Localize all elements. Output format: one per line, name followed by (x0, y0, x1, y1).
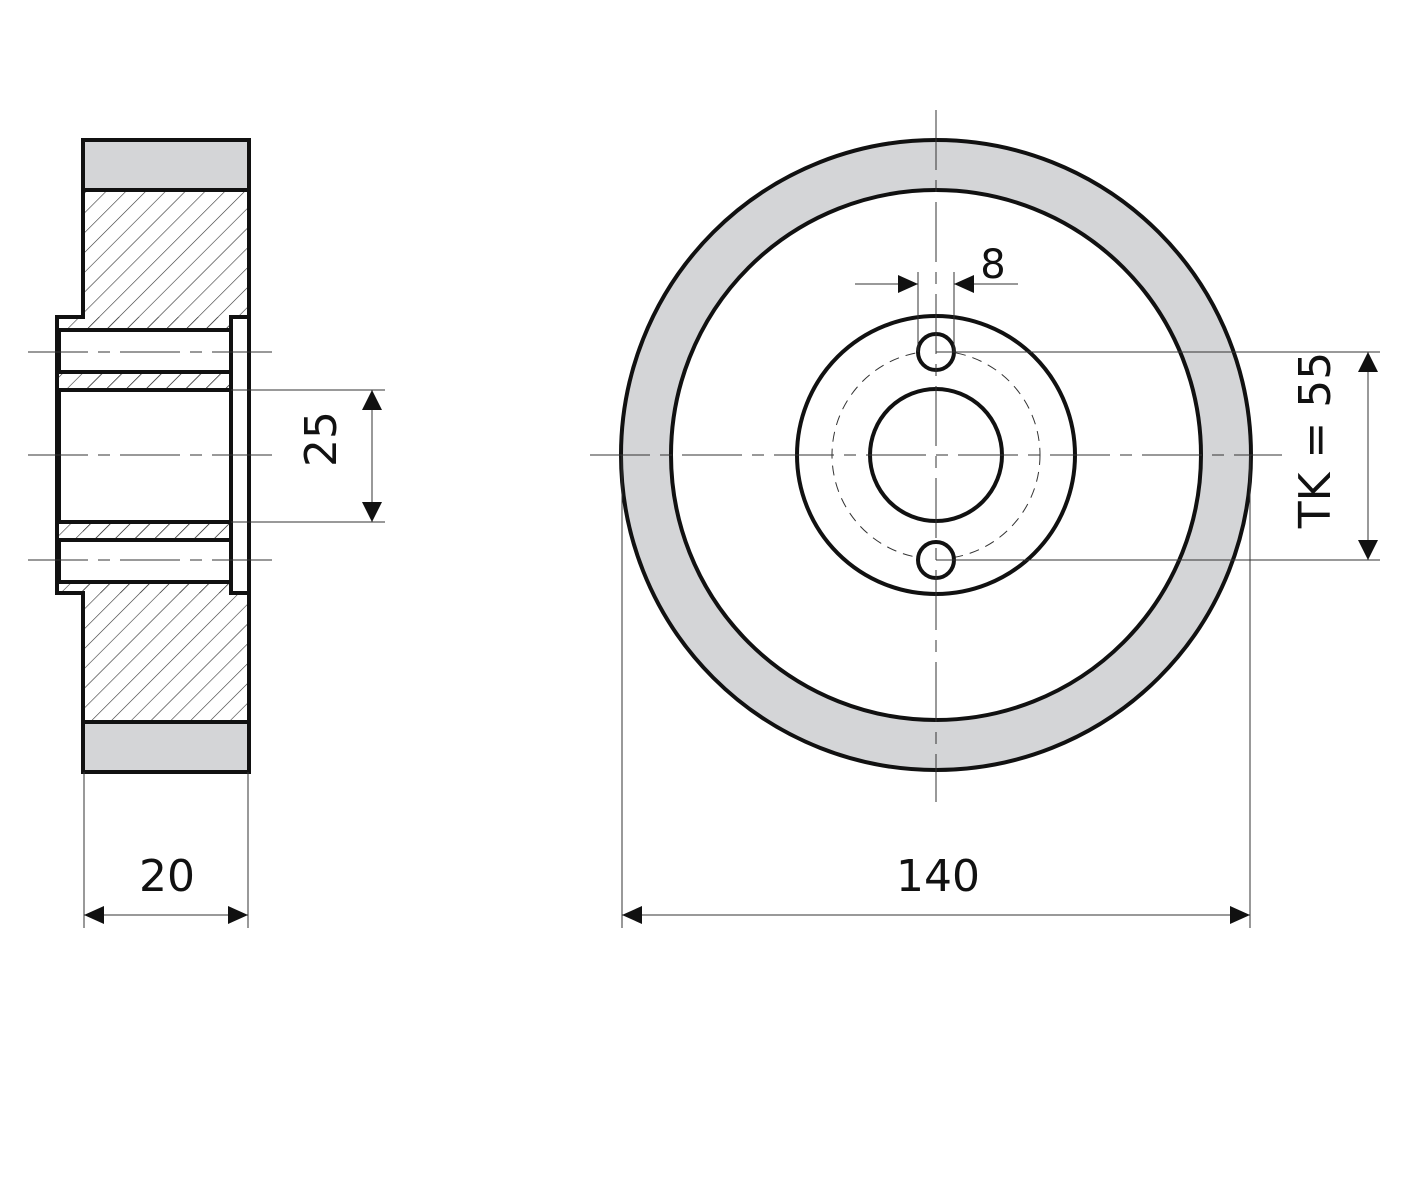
arrow-icon (362, 390, 382, 410)
arrow-icon (622, 906, 642, 924)
dim-hole: 8 (980, 242, 1005, 288)
bolt-hole-top (57, 328, 233, 374)
arrow-icon (898, 275, 918, 293)
bolt-hole-bottom (57, 538, 233, 584)
dim-bolt-circle: TK = 55 (1290, 352, 1341, 530)
arrow-icon (954, 275, 974, 293)
arrow-icon (84, 906, 104, 924)
tire-bottom-section (83, 722, 249, 772)
arrow-icon (228, 906, 248, 924)
bore (57, 388, 233, 524)
dim-bore: 25 (296, 411, 347, 467)
arrow-icon (362, 502, 382, 522)
dim-outer-diameter: 140 (896, 851, 980, 902)
side-outline (55, 138, 251, 774)
tire-top-section (83, 140, 249, 190)
side-section-view: 25 20 (28, 138, 385, 928)
arrow-icon (1230, 906, 1250, 924)
arrow-icon (1358, 540, 1378, 560)
dim-width: 20 (139, 851, 195, 902)
front-view: 8 TK = 55 140 (590, 110, 1380, 928)
arrow-icon (1358, 352, 1378, 372)
